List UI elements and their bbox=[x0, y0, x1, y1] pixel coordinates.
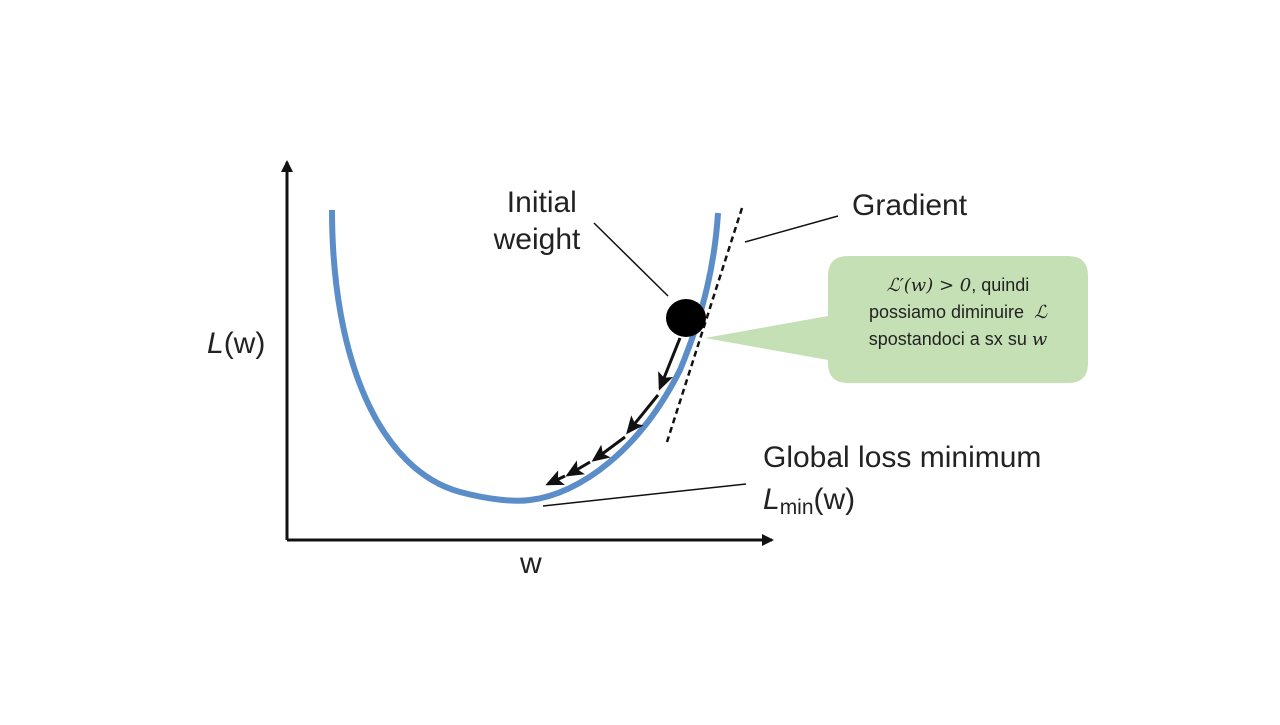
initial-weight-label: Initial weight bbox=[493, 186, 586, 256]
x-axis-label: w bbox=[519, 547, 542, 580]
lmin-label: Lmin(w) bbox=[763, 483, 855, 519]
gradient-label: Gradient bbox=[852, 189, 968, 222]
global-min-leader bbox=[542, 483, 747, 507]
descent-step-2 bbox=[626, 394, 660, 435]
callout-line-1: ℒ′(w) > 0, quindi bbox=[886, 275, 1030, 296]
descent-arrows bbox=[545, 337, 682, 486]
callout-math-derivative: ℒ′(w) > 0 bbox=[886, 275, 972, 296]
callout-math-loss: ℒ bbox=[1034, 302, 1048, 323]
global-min-label: Global loss minimum bbox=[763, 441, 1041, 474]
descent-step-3 bbox=[591, 435, 626, 462]
descent-step-5 bbox=[545, 470, 566, 486]
initial-weight-leader bbox=[593, 222, 669, 297]
callout-line-2: possiamo diminuire ℒ bbox=[868, 302, 1048, 323]
initial-weight-point bbox=[666, 299, 706, 337]
callout-line-3: spostandoci a sx su w bbox=[868, 329, 1048, 350]
descent-step-1 bbox=[658, 337, 682, 391]
descent-step-4 bbox=[565, 460, 591, 477]
gradient-leader bbox=[744, 215, 839, 243]
callout-bubble bbox=[705, 256, 1088, 383]
callout-text: ℒ′(w) > 0, quindi possiamo diminuire ℒ s… bbox=[838, 272, 1078, 353]
callout-math-w: w bbox=[1031, 329, 1048, 350]
y-axis-label: L(w) bbox=[207, 327, 265, 360]
